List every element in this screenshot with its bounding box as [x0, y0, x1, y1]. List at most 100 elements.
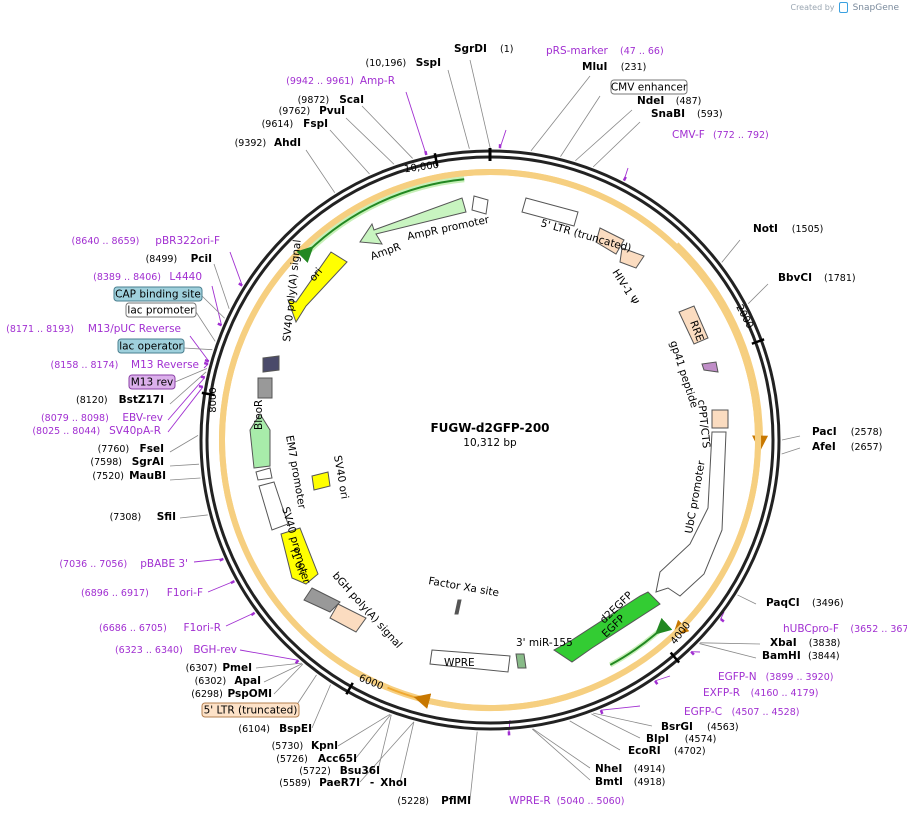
enzyme-sfii: SfiI(7308): [110, 511, 176, 523]
feature-label-bleor: BleoR: [253, 400, 265, 430]
enzyme-position: (4563): [707, 722, 739, 733]
primer-site-mark: [230, 580, 235, 585]
label-box: [128, 374, 176, 390]
leader-line: [377, 714, 392, 771]
enzyme-position: (6307): [186, 663, 218, 674]
enzyme-position: (7760): [98, 444, 130, 455]
enzyme-paqci: PaqCI(3496): [766, 597, 844, 609]
leader-line: [169, 463, 200, 467]
leader-line: [361, 105, 413, 159]
primer-amp-r: Amp-R(9942 .. 9961): [286, 75, 395, 87]
leader-lines: [167, 59, 801, 801]
leader-line: [169, 477, 201, 481]
enzyme-position: (3838): [809, 638, 841, 649]
primer-name: CMV-F: [672, 129, 705, 141]
primer-site-mark: [200, 375, 206, 379]
primer-leader-line: [193, 558, 224, 563]
leader-line: [273, 663, 304, 695]
leader-line: [530, 75, 591, 152]
enzyme-paer7i: PaeR7I(5589): [279, 777, 360, 789]
sv40-promoter-feature: [258, 481, 289, 531]
enzyme-name: AfeI: [812, 441, 836, 453]
snapgene-credit: Created by SnapGene: [790, 2, 899, 13]
enzyme-position: (4914): [634, 764, 666, 775]
credit-brand: SnapGene: [852, 3, 899, 13]
enzyme-name: PacI: [812, 426, 837, 438]
f1-ori-feature: [280, 527, 319, 585]
enzyme-position: (7520): [92, 471, 124, 482]
boxed-label-lac-promoter: lac promoter: [125, 302, 197, 318]
primer-range: (47 .. 66): [620, 46, 664, 57]
leader-line: [560, 95, 601, 157]
enzyme-position: (3496): [812, 598, 844, 609]
boxed-label-5-ltr-truncated: 5' LTR (truncated): [201, 702, 300, 718]
primer-name: F1ori-F: [167, 587, 203, 599]
boxed-label-cmv-enhancer: CMV enhancer: [610, 79, 688, 95]
enzyme-name: KpnI: [311, 740, 338, 752]
primer-egfp-c: EGFP-C(4507 .. 4528): [684, 706, 799, 718]
enzyme-position: (1): [500, 44, 513, 55]
enzyme-name: NdeI: [637, 95, 664, 107]
ampr-feature: [359, 197, 467, 245]
enzyme-ecori: EcoRI(4702): [628, 745, 706, 757]
5-ltr-truncated-feature: [521, 197, 579, 227]
feature-label-3-mir-155: 3' miR-155: [516, 637, 573, 649]
enzyme-name: Acc65I: [318, 753, 357, 765]
enzyme-fspi: FspI (9614): [262, 118, 328, 130]
enzyme-name: BamHI: [762, 650, 801, 662]
primer-leader-line: [229, 251, 243, 286]
leader-line: [781, 435, 801, 441]
primer-site-mark: [250, 611, 256, 617]
enzyme-dash: -: [370, 777, 374, 789]
enzyme-pspomi: PspOMI(6298): [191, 688, 272, 700]
primer-f1ori-r: F1ori-R(6686 .. 6705): [99, 622, 221, 634]
leader-line: [359, 721, 415, 783]
enzyme-pvui: PvuI(9762): [279, 105, 345, 117]
green-arc-top: [296, 178, 465, 264]
enzyme-position: (9614): [262, 119, 294, 130]
enzyme-name: SnaBI: [651, 108, 685, 120]
enzyme-name: FspI: [303, 118, 328, 130]
enzyme-noti: NotI(1505): [753, 223, 823, 235]
feature-label-gp41-peptide: gp41 peptide: [667, 339, 700, 409]
enzyme-pflmi: PflMI(5228): [397, 795, 471, 807]
label-box: [610, 79, 688, 95]
ampr-promoter-feature: [471, 195, 489, 215]
leader-line: [591, 713, 641, 739]
enzyme-xbai: XbaI(3838): [770, 637, 840, 649]
enzyme-name: PspOMI: [227, 688, 272, 700]
enzyme-ahdi: AhdI(9392): [235, 137, 301, 149]
primer-name: M13/pUC Reverse: [88, 323, 181, 335]
leader-line: [399, 721, 415, 783]
label-box: [125, 302, 197, 318]
leader-line: [469, 731, 478, 801]
primer-f1ori-f: F1ori-F(6896 .. 6917): [81, 587, 203, 599]
enzyme-sgrdi: SgrDI(1): [454, 43, 513, 55]
primer-pbr322ori-f: pBR322ori-F(8640 .. 8659): [72, 235, 220, 247]
bgh-polya-gray-feature: [303, 587, 341, 613]
annotation-arcs: [219, 169, 769, 711]
d2egfp-feature: [553, 591, 661, 663]
em7-promoter-feature: [255, 467, 273, 481]
tick-mark: [751, 338, 765, 345]
primer-site-mark: [238, 282, 243, 287]
cpptcts-feature: [711, 409, 729, 429]
tick-mark: [201, 391, 215, 397]
enzyme-blpi: BlpI(4574): [646, 733, 716, 745]
primer-name: EXFP-R: [703, 687, 740, 699]
primer-ebv-rev: EBV-rev(8079 .. 8098): [41, 412, 163, 424]
primer-wpre-r: WPRE-R(5040 .. 5060): [509, 795, 624, 807]
enzyme-name: EcoRI: [628, 745, 661, 757]
enzyme-sgrai: SgrAI(7598): [90, 456, 164, 468]
primer-name: pRS-marker: [546, 45, 609, 57]
primer-range: (8389 .. 8406): [93, 272, 161, 283]
enzyme-kpni: KpnI(5730): [272, 740, 338, 752]
sv40-polya-stripe-feature: [262, 355, 280, 373]
feature-label-em7-promoter: EM7 promoter: [283, 434, 308, 510]
primer-name: hUBCpro-F: [783, 623, 839, 635]
leader-line: [169, 371, 207, 405]
enzyme-name: PvuI: [319, 105, 345, 117]
enzyme-position: (2578): [851, 427, 883, 438]
primer-range: (8025 .. 8044): [32, 426, 100, 437]
enzyme-position: (4918): [634, 777, 666, 788]
